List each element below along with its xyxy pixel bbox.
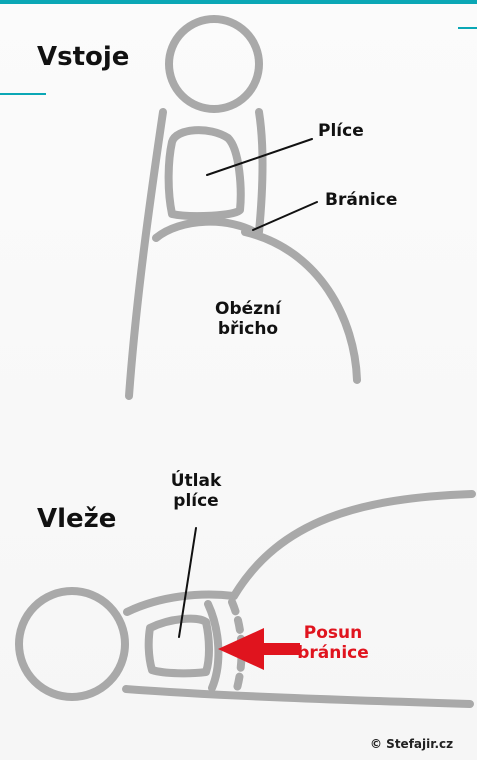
compression-label-line1: Útlak xyxy=(163,472,229,492)
standing-front-line xyxy=(259,112,262,232)
belly-label-line1: Obézní xyxy=(210,300,286,320)
standing-head xyxy=(169,19,259,109)
lying-belly xyxy=(234,494,472,596)
belly-label: Obézní břicho xyxy=(210,300,286,339)
compression-label-line2: plíce xyxy=(163,492,229,512)
lying-title: Vleže xyxy=(37,505,116,535)
lying-back-line xyxy=(126,689,470,704)
standing-back-line xyxy=(129,112,163,396)
diaphragm-label: Bránice xyxy=(325,191,397,211)
lying-lung xyxy=(149,619,209,674)
lying-head xyxy=(19,591,125,697)
lying-chest-top xyxy=(127,595,234,612)
compression-label: Útlak plíce xyxy=(163,472,229,511)
shift-label-line1: Posun xyxy=(293,624,373,644)
standing-lung xyxy=(169,130,241,216)
lungs-label: Plíce xyxy=(318,122,364,142)
shift-label-line2: bránice xyxy=(293,644,373,664)
standing-title: Vstoje xyxy=(37,43,129,73)
belly-label-line2: břicho xyxy=(210,320,286,340)
shift-label: Posun bránice xyxy=(293,624,373,663)
copyright-text: © Stefajir.cz xyxy=(370,738,453,752)
